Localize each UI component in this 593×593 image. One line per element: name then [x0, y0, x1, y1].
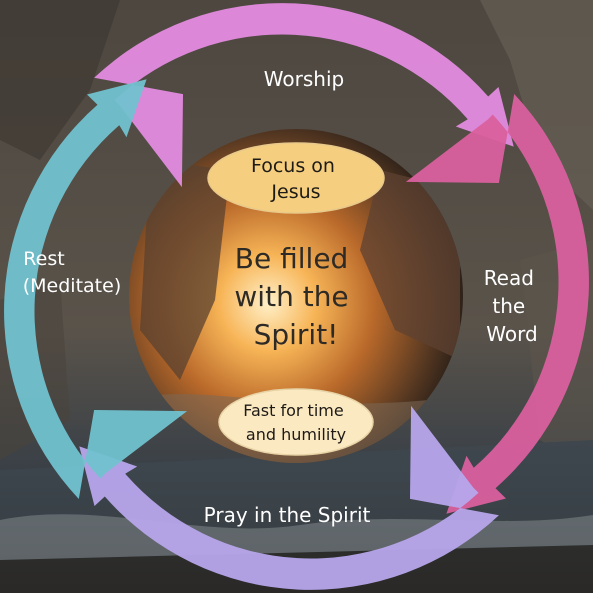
label-read-the-word: Read the Word: [484, 266, 541, 346]
label-pray-in-the-spirit: Pray in the Spirit: [204, 503, 371, 527]
segment-read-the-word: [405, 94, 589, 514]
focus-on-jesus-text: Focus on Jesus: [251, 155, 341, 203]
segment-rest-meditate: [4, 79, 188, 500]
fast-oval: [218, 388, 374, 456]
cycle-ring: [4, 3, 589, 590]
label-worship: Worship: [264, 67, 344, 91]
label-rest-meditate: Rest (Meditate): [23, 248, 121, 297]
segment-pray-in-the-spirit: [79, 405, 499, 590]
center-message: Be filled with the Spirit!: [234, 242, 357, 351]
fast-text: Fast for time and humility: [243, 401, 349, 444]
segment-worship: [94, 3, 514, 188]
focus-on-jesus-oval: [207, 142, 385, 214]
